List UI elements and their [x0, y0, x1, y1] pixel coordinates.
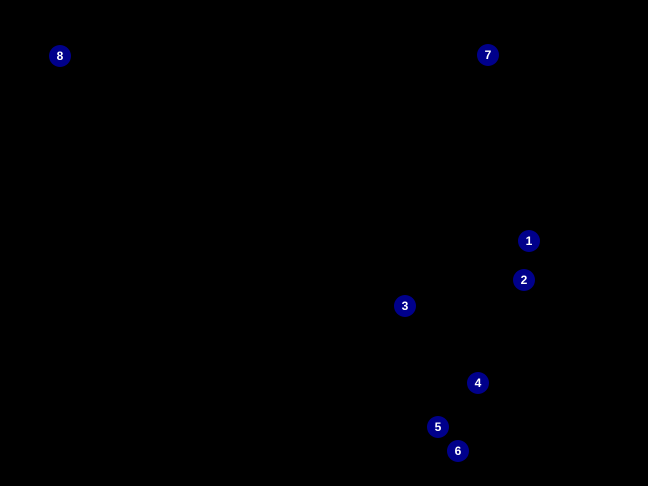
mark-badge-label: 4 — [474, 376, 482, 390]
mark-badge-8[interactable]: 8 — [49, 45, 71, 67]
mark-badge-5[interactable]: 5 — [427, 416, 449, 438]
mark-badge-7[interactable]: 7 — [477, 44, 499, 66]
mark-badge-label: 2 — [520, 273, 528, 287]
mark-badge-3[interactable]: 3 — [394, 295, 416, 317]
mark-badge-label: 8 — [56, 49, 64, 63]
mark-badge-label: 1 — [525, 234, 533, 248]
mark-badge-6[interactable]: 6 — [447, 440, 469, 462]
mark-badge-label: 5 — [434, 420, 442, 434]
mark-badge-4[interactable]: 4 — [467, 372, 489, 394]
mark-badge-1[interactable]: 1 — [518, 230, 540, 252]
mark-badge-label: 3 — [401, 299, 409, 313]
mark-badge-label: 6 — [454, 444, 462, 458]
mark-badge-label: 7 — [484, 48, 492, 62]
mark-badge-2[interactable]: 2 — [513, 269, 535, 291]
